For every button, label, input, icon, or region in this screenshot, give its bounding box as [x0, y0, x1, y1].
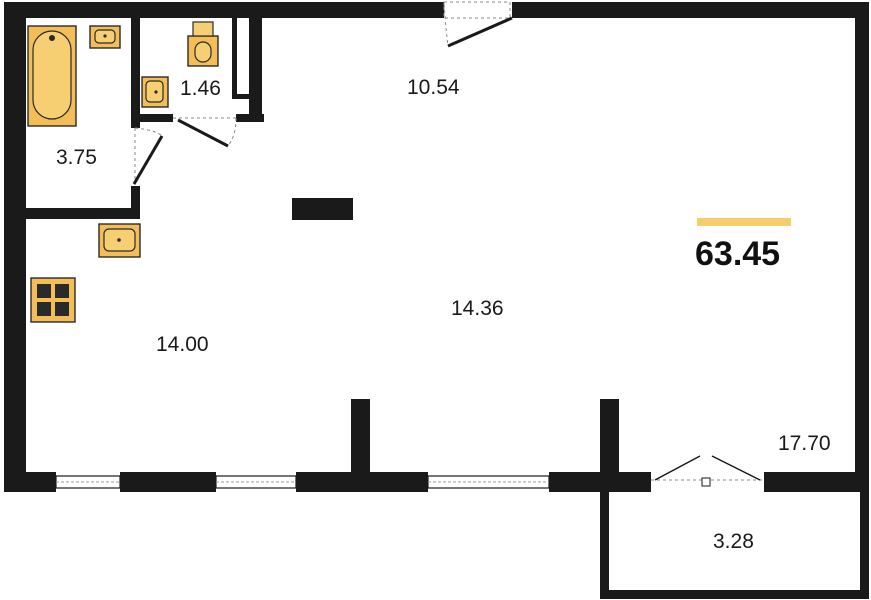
- wall-bottom-2: [120, 472, 216, 492]
- wall-top-right: [512, 2, 869, 18]
- area-toilet: 1.46: [180, 77, 221, 100]
- wall-wc-right: [249, 18, 262, 122]
- area-hall: 10.54: [407, 76, 460, 99]
- toilet-icon: [187, 21, 219, 67]
- wc-sink-icon: [141, 76, 169, 108]
- kitchen-island: [292, 198, 353, 220]
- wall-wc-inner: [232, 18, 237, 98]
- balcony-door: [651, 455, 764, 490]
- area-bathroom: 3.75: [56, 146, 97, 169]
- wc-door: [173, 117, 237, 148]
- wall-bath-right: [131, 8, 140, 128]
- wall-left: [4, 2, 26, 492]
- area-balcony: 3.28: [713, 530, 754, 553]
- wall-bottom-5: [764, 472, 869, 492]
- bathtub-icon: [27, 25, 77, 127]
- wall-bath-bottom: [4, 208, 140, 219]
- window-2: [215, 475, 297, 489]
- area-kitchen: 14.00: [156, 333, 209, 356]
- wall-top-left: [4, 2, 444, 18]
- wall-bath-right-lower: [131, 186, 140, 219]
- wall-wc-bottom: [135, 114, 173, 122]
- wall-right: [855, 2, 869, 492]
- wall-stub-middle: [351, 399, 370, 477]
- balcony-left-wall: [600, 478, 609, 598]
- balcony-bottom-wall: [600, 590, 869, 599]
- balcony-right-wall: [860, 478, 869, 598]
- window-1: [55, 475, 121, 489]
- total-area-accent-bar: [697, 218, 791, 226]
- total-area: 63.45: [695, 235, 780, 273]
- bathroom-door: [132, 127, 164, 186]
- wall-stub-right: [600, 399, 619, 491]
- area-living: 14.36: [451, 297, 504, 320]
- stove-icon: [30, 277, 76, 323]
- wall-wc-inner-bottom: [232, 94, 252, 99]
- wall-bottom-1: [4, 472, 56, 492]
- window-3: [427, 475, 550, 489]
- bath-sink-icon: [89, 25, 121, 49]
- kitchen-sink-icon: [98, 223, 141, 258]
- entrance-door: [443, 1, 513, 48]
- wall-bottom-3: [296, 472, 428, 492]
- area-room: 17.70: [778, 432, 831, 455]
